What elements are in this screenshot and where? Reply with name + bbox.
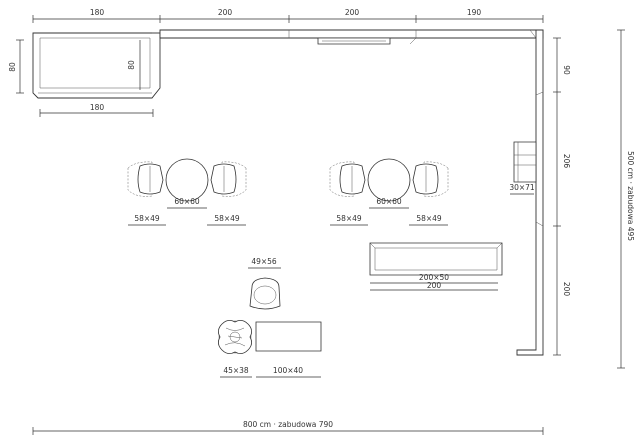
chair-right-label: 58×49: [416, 214, 442, 223]
sofa-label: 100×40: [273, 366, 303, 375]
right-dimension-chain: 90 206 200: [553, 37, 571, 356]
dim-left-bottom: 180: [90, 103, 105, 112]
chair-right: [412, 161, 449, 197]
lounge-chair-label: 49×56: [251, 257, 277, 266]
bench: 200×50 200: [369, 242, 503, 291]
dim-left-side: 80: [8, 62, 17, 72]
chair-left-label: 58×49: [336, 214, 362, 223]
dim-top-2: 200: [218, 8, 233, 17]
plant: [218, 320, 252, 354]
chair-left-label: 58×49: [134, 214, 160, 223]
overall-right-dimension: 500 cm · zabudowa 495: [617, 29, 635, 369]
chair-left: [329, 161, 366, 197]
dining-group-left: 60×60 58×49 58×49: [127, 158, 247, 226]
wall-shelf: 30×71: [509, 141, 537, 195]
bench-size-label: 200×50: [419, 273, 449, 282]
table-left-label: 60×60: [174, 197, 200, 206]
overall-bottom-dimension: 800 cm · zabudowa 790: [32, 420, 544, 435]
chair-right-label: 58×49: [214, 214, 240, 223]
bench-total-label: 200: [427, 281, 442, 290]
dim-top-3: 200: [345, 8, 360, 17]
sofa: [255, 321, 322, 352]
chair-right: [210, 161, 247, 197]
dining-group-right: 60×60 58×49 58×49: [329, 158, 449, 226]
dim-overall-right: 500 cm · zabudowa 495: [626, 151, 635, 241]
shelf-label: 30×71: [509, 183, 535, 192]
right-wall: [516, 29, 544, 356]
dim-right-mid: 206: [562, 154, 571, 169]
dim-left-inner: 80: [127, 60, 136, 70]
dim-right-top: 90: [562, 65, 571, 75]
dim-top-1: 180: [90, 8, 105, 17]
lounge-chair: 49×56: [248, 257, 281, 310]
left-side-dimension: 80: [8, 39, 24, 94]
dim-top-4: 190: [467, 8, 482, 17]
dim-right-bottom: 200: [562, 282, 571, 297]
left-cabinet-block: [32, 32, 161, 99]
top-dimension-chain: 180 200 200 190: [32, 8, 544, 23]
table-right-label: 60×60: [376, 197, 402, 206]
plant-label: 45×38: [223, 366, 249, 375]
top-wall: [159, 29, 544, 45]
left-bottom-dimension: 180: [39, 103, 154, 117]
dim-overall-bottom: 800 cm · zabudowa 790: [243, 420, 333, 429]
chair-left: [127, 161, 164, 197]
left-inner-dimension: 80: [127, 40, 141, 90]
